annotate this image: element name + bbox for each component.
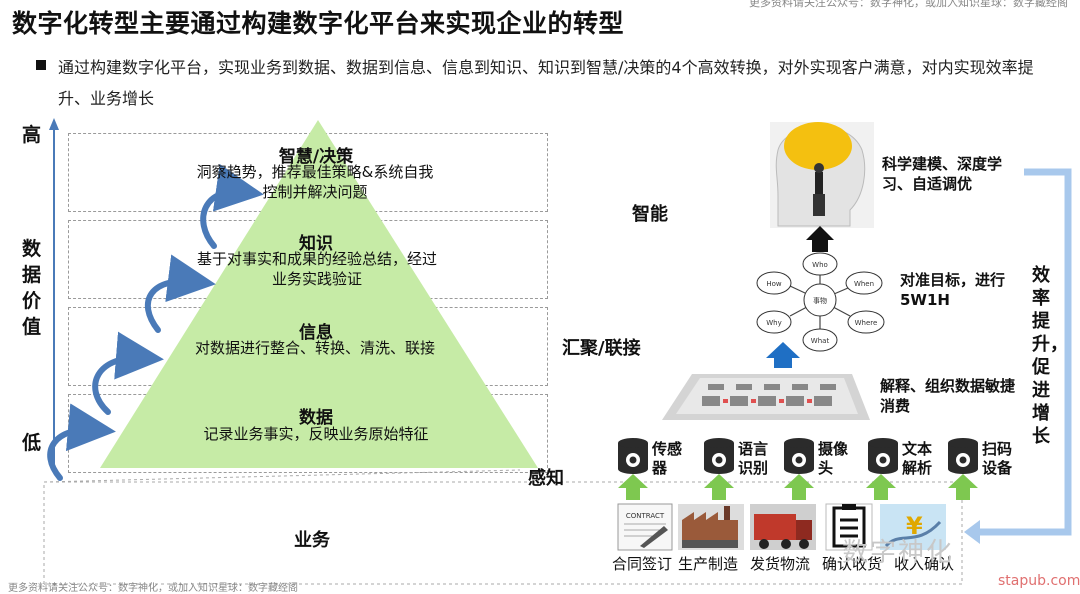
efficiency-text: 效率提升，促进增长 [1032,265,1068,447]
up-arrow-black-icon [806,226,834,252]
business-base-label: 业务 [294,530,330,551]
business-revenue: 收入确认 [894,555,955,573]
contract-icon-text: CONTRACT [626,512,665,520]
level-knowledge-title: 知识 [299,234,333,254]
database-icon [868,438,898,474]
level-information-desc: 对数据进行整合、转换、清洗、联接 [194,339,435,357]
intro-text: 通过构建数字化平台，实现业务到数据、数据到信息、信息到知识、知识到智慧/决策的4… [58,58,1034,108]
page-title: 数字化转型主要通过构建数字化平台来实现企业的转型 [12,9,625,38]
database-icon [784,438,814,474]
level-wisdom-title: 智慧/决策 [278,147,354,167]
wheel-node-when: When [854,280,874,288]
label-intelligence: 智能 [632,204,668,225]
label-perception: 感知 [528,468,564,489]
level-data-title: 数据 [299,408,333,428]
business-contract: 合同签订 [612,555,673,573]
header-note: 更多资料请关注公众号：数字神化，或加入知识星球：数字藏经阁 [749,0,1068,9]
green-up-arrows-icon [618,474,978,500]
wheel-node-what: What [811,337,830,345]
loop-arrows-icon [47,164,264,481]
factory-image-icon [678,504,744,550]
axis-high-label: 高 [22,124,42,146]
database-icon [704,438,734,474]
ai-head-icon [770,122,874,228]
business-production: 生产制造 [678,555,739,573]
five-w-one-h-text: 对准目标，进行5W1H [900,271,1006,309]
axis-arrow-icon [49,118,59,470]
footer-note: 更多资料请关注公众号：数字神化，或加入知识星球：数字藏经阁 [8,583,298,594]
level-data-desc: 记录业务事实，反映业务原始特征 [203,425,429,443]
clipboard-image-icon [825,503,873,551]
bullet-icon [36,60,46,70]
source-speech: 语言识别 [738,440,769,477]
level-wisdom-desc: 洞察趋势，推荐最佳策略&系统自我控制并解决问题 [196,163,434,201]
database-icons [618,438,978,474]
site-link[interactable]: stapub.com [998,573,1080,589]
business-base-frame [43,481,963,585]
svg-text:¥: ¥ [906,512,923,540]
data-consumption-text: 解释、组织数据敏捷消费 [880,377,1016,415]
watermark-text: 数字神化 [842,538,955,568]
database-icon [618,438,648,474]
level-information-title: 信息 [299,323,333,343]
revenue-image-icon: ¥ [880,504,946,550]
source-scanner: 扫码设备 [982,440,1013,477]
wheel-center-label: 事物 [813,296,827,305]
source-sensor: 传感器 [652,440,683,477]
five-w-one-h-wheel: 事物 Who When Where What Why How [756,252,885,352]
up-arrow-blue-icon [766,342,800,368]
business-receipt: 确认收货 [822,555,883,573]
pyramid-shape [100,120,538,468]
data-platform-slab-icon [662,374,870,420]
level-knowledge-desc: 基于对事实和成果的经验总结，经过业务实践验证 [196,250,437,288]
business-logistics: 发货物流 [750,555,811,573]
database-icon [948,438,978,474]
contract-image-icon: CONTRACT [617,503,673,551]
wheel-node-who: Who [812,261,828,269]
axis-low-label: 低 [22,432,42,454]
wheel-node-where: Where [855,319,878,327]
wheel-node-how: How [766,280,782,288]
axis-value-label: 数据价值 [22,238,42,338]
modeling-text: 科学建模、深度学习、自适调优 [882,155,1003,193]
source-camera: 摄像头 [818,440,849,477]
wheel-node-why: Why [766,319,782,327]
efficiency-flow-arrow-icon [964,168,1072,544]
label-aggregate: 汇聚/联接 [562,338,641,359]
source-text-parse: 文本解析 [902,440,933,477]
truck-image-icon [750,504,816,550]
